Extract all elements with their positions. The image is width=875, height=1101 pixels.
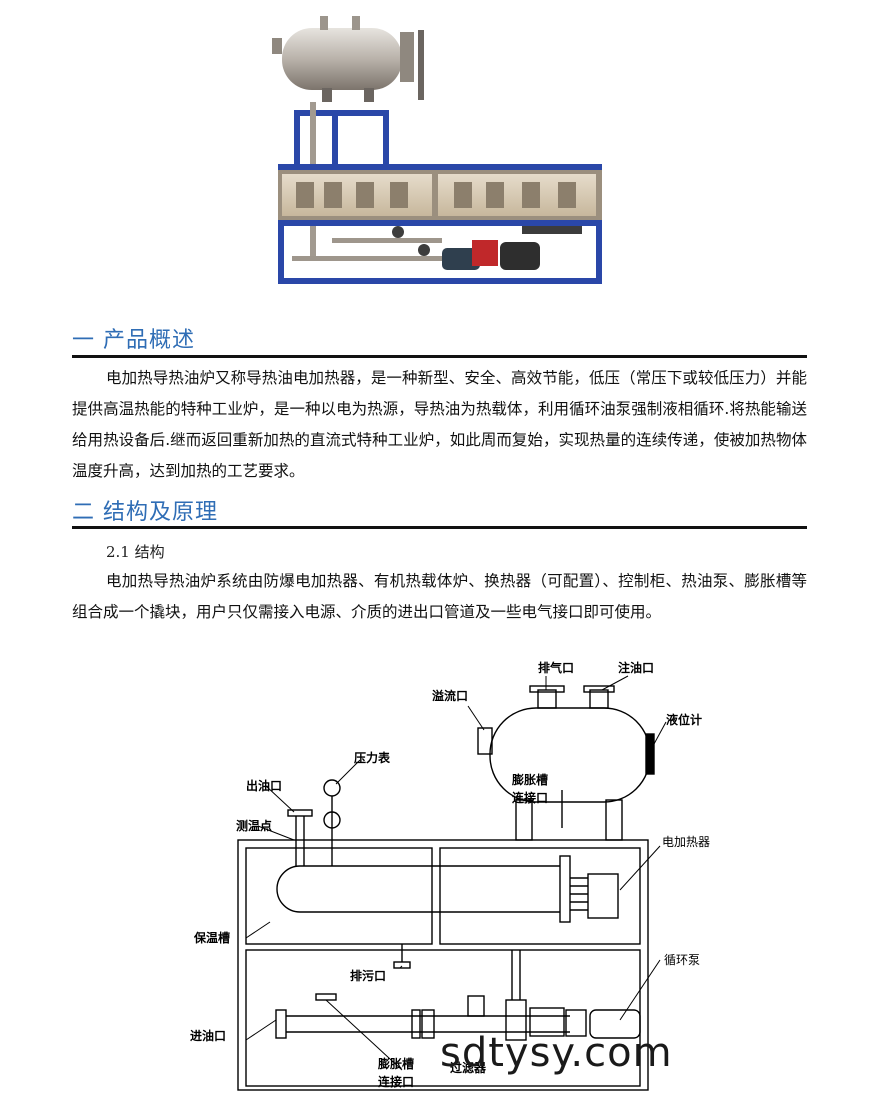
watermark-text: sdtysy.com <box>440 1030 673 1076</box>
label-filter: 过滤器 <box>450 1060 487 1075</box>
label-drain: 排污口 <box>350 968 386 983</box>
section-1-title: 一 产品概述 <box>72 328 195 353</box>
label-level: 液位计 <box>666 712 702 727</box>
overview-paragraph: 电加热导热油炉又称导热油电加热器，是一种新型、安全、高效节能，低压（常压下或较低… <box>72 369 807 480</box>
label-fill: 注油口 <box>618 660 654 675</box>
structure-paragraph: 电加热导热油炉系统由防爆电加热器、有机热载体炉、换热器（可配置）、控制柜、热油泵… <box>72 572 807 621</box>
label-expansion2: 膨胀槽 <box>377 1056 414 1071</box>
label-exhaust: 排气口 <box>538 660 574 675</box>
product-photo <box>272 16 602 284</box>
label-heater: 电加热器 <box>662 835 710 849</box>
label-expansion2b: 连接口 <box>378 1074 414 1089</box>
structure-diagram: 排气口 注油口 溢流口 液位计 压力表 出油口 测温点 膨胀槽 连接口 电加热器… <box>190 660 710 1091</box>
label-inlet: 进油口 <box>190 1028 226 1043</box>
label-pressure: 压力表 <box>354 750 391 765</box>
subsection-title: 2.1 结构 <box>106 543 165 561</box>
label-expansion1: 膨胀槽 <box>511 772 548 787</box>
section-2-title: 二 结构及原理 <box>72 500 218 525</box>
section-2-rule <box>72 526 807 529</box>
label-expansion1b: 连接口 <box>512 790 548 805</box>
label-pump: 循环泵 <box>664 953 700 967</box>
label-insulation: 保温槽 <box>193 930 230 945</box>
label-temp: 测温点 <box>236 818 272 833</box>
label-overflow: 溢流口 <box>432 688 468 703</box>
section-1-rule <box>72 355 807 358</box>
label-outlet: 出油口 <box>246 778 282 793</box>
